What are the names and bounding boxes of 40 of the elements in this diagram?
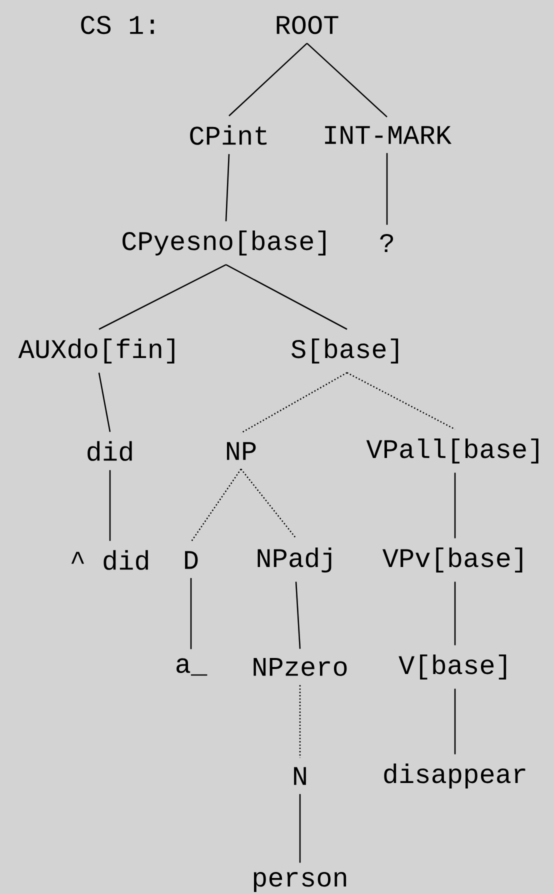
branch-line — [454, 472, 456, 538]
tree-caption: CS 1: — [81, 16, 154, 34]
tree-label: NP — [226, 442, 256, 460]
tree-label: ROOT — [276, 16, 338, 34]
branch-line — [386, 153, 388, 225]
branch-line — [299, 685, 301, 758]
branch-line — [454, 688, 456, 754]
tree-label: CPint — [190, 125, 267, 145]
tree-label: VPall[base] — [366, 438, 538, 464]
branch-line — [190, 578, 192, 650]
branch-line — [190, 468, 242, 542]
tree-label: N — [294, 767, 306, 785]
branch-line — [306, 42, 388, 118]
branch-line — [299, 794, 301, 863]
tree-label: NPadj — [258, 547, 332, 573]
branch-line — [240, 468, 296, 539]
tree-label: INT-MARK — [325, 126, 452, 144]
tree-label: NPzero — [254, 658, 347, 676]
branch-line — [228, 42, 308, 116]
tree-label: a_ — [176, 658, 208, 676]
tree-label: D — [185, 551, 198, 569]
branch-line — [295, 582, 301, 649]
branch-line — [98, 264, 226, 330]
tree-label: S[base] — [292, 338, 398, 364]
tree-label: disappear — [384, 763, 526, 789]
branch-line — [454, 582, 456, 646]
branch-line — [240, 372, 348, 434]
tree-label: V[base] — [398, 654, 506, 680]
branch-line — [225, 154, 230, 222]
branch-line — [109, 470, 111, 541]
branch-line — [226, 264, 348, 330]
branch-line — [98, 372, 111, 432]
tree-label: did — [88, 441, 132, 461]
tree-label: ? — [380, 234, 394, 252]
tree-label: VPv[base] — [382, 547, 522, 573]
tree-label: ^ did — [71, 550, 148, 570]
tree-label: person — [254, 872, 346, 892]
tree-label: AUXdo[fin] — [18, 338, 174, 364]
branch-line — [346, 372, 456, 430]
tree-label: CPyesno[base] — [122, 230, 326, 256]
